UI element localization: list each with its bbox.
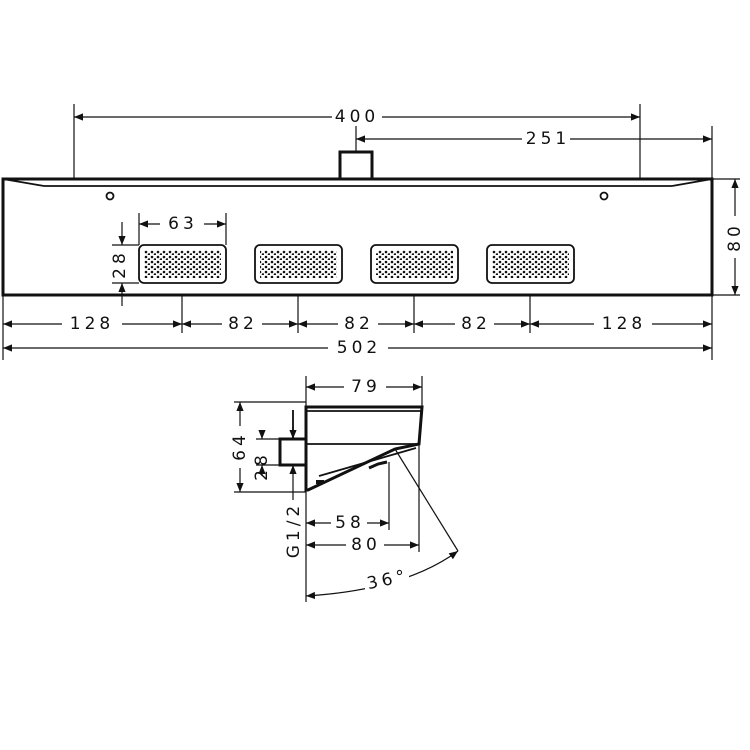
dim-82-c-label: 82 (461, 314, 491, 334)
side-outlet-mark (316, 480, 324, 484)
dim-total-502: 502 (3, 338, 712, 358)
dim-depth-80: 80 (306, 535, 419, 555)
top-connector (338, 150, 374, 181)
dim-64-label: 64 (230, 431, 250, 461)
dim-63-label: 63 (168, 214, 198, 234)
dim-g12-label: G1/2 (284, 502, 304, 559)
dim-thread-g12: G1/2 (284, 410, 304, 558)
side-view: 79 64 28 G1/2 58 (230, 376, 459, 602)
dim-connector-28: 28 (252, 430, 272, 481)
dim-82-a-label: 82 (228, 314, 258, 334)
dim-depth-79: 79 (306, 377, 422, 397)
dim-400-label: 400 (335, 107, 379, 127)
dim-height-80: 80 (725, 179, 745, 295)
side-bottom-face (318, 447, 417, 477)
dim-58-label: 58 (335, 513, 365, 533)
nozzle-panel-1 (138, 244, 227, 284)
nozzle-panel-3 (370, 244, 459, 284)
mounting-hole-left (105, 191, 115, 201)
dim-128-left-label: 128 (70, 314, 114, 334)
shower-top-chamfer-left (2, 178, 45, 187)
dim-28-label: 28 (110, 249, 130, 279)
dim-distance-58: 58 (306, 513, 389, 533)
wall-connector (278, 437, 308, 467)
dim-offset-251: 251 (356, 129, 712, 149)
side-nozzle-bump (368, 460, 388, 470)
dim-nozzle-height-28: 28 (110, 222, 130, 306)
dim-82-b-label: 82 (344, 314, 374, 334)
front-extension-lines (2, 104, 740, 360)
dim-79-label: 79 (351, 377, 381, 397)
front-view: 400 251 80 63 28 128 (1, 104, 745, 360)
side-body-outline (304, 405, 424, 492)
nozzle-panel-2 (254, 244, 343, 284)
dim-80-side-label: 80 (351, 535, 381, 555)
shower-top-chamfer-right (671, 178, 713, 187)
side-extension-lines (234, 376, 459, 602)
dim-251-label: 251 (526, 129, 570, 149)
dim-segment-row: 128 82 82 82 128 (3, 314, 712, 334)
dim-height-64: 64 (230, 402, 250, 492)
dim-width-400: 400 (74, 107, 640, 127)
mounting-hole-right (599, 191, 609, 201)
dim-angle-36: 36° (305, 550, 459, 600)
dim-502-label: 502 (337, 338, 381, 358)
dim-28-side-label: 28 (252, 451, 272, 481)
dim-80-label: 80 (725, 222, 745, 252)
dim-128-right-label: 128 (602, 314, 646, 334)
nozzle-panel-4 (486, 244, 575, 284)
dim-nozzle-width-63: 63 (139, 214, 226, 234)
